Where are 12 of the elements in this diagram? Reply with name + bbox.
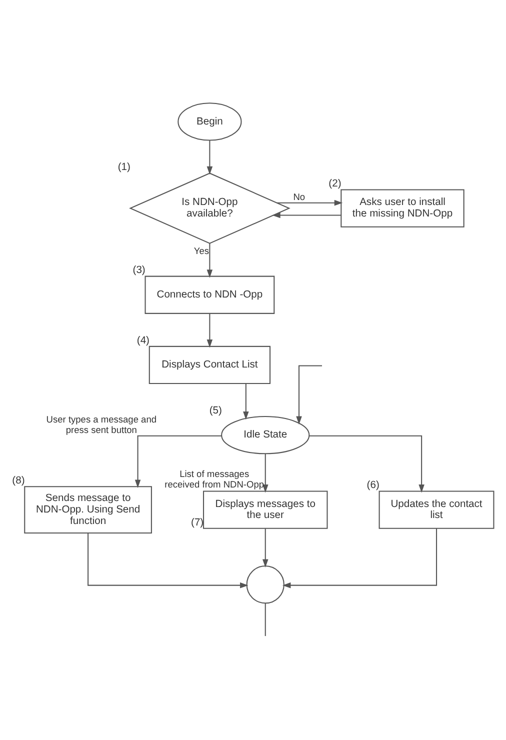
node-label: (5) [209, 405, 222, 416]
node-label: (3) [132, 265, 146, 276]
node-label: (1) [118, 162, 130, 174]
node-label: (6) [366, 480, 380, 492]
edge-label: No [293, 192, 306, 202]
node-label: (2) [328, 178, 342, 190]
node-label: (8) [12, 476, 25, 487]
edge-label: List of messages received from NDN-Opp [164, 468, 264, 490]
edge-label: Yes [194, 246, 210, 256]
edge-label: User types a message and press sent button [46, 414, 157, 435]
node-label: (7) [191, 517, 204, 528]
node-label: (4) [136, 335, 150, 346]
